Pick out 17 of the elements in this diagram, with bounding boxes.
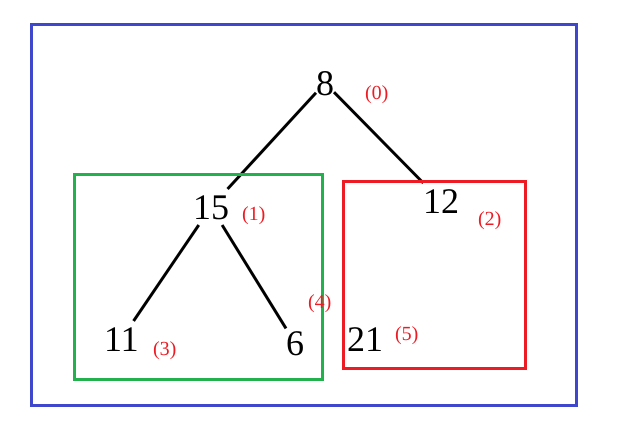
index-label: (0): [365, 83, 388, 103]
index-label: (3): [153, 339, 176, 359]
index-label: (2): [478, 209, 502, 229]
index-label: (1): [242, 204, 266, 224]
tree-edge: [132, 224, 200, 322]
tree-node-value: 15: [193, 189, 229, 225]
tree-node-value: 6: [286, 325, 304, 361]
tree-edge: [226, 92, 318, 190]
tree-node-value: 12: [423, 183, 459, 219]
group-frame: [30, 23, 578, 407]
index-label: (5): [395, 324, 418, 344]
tree-node-value: 21: [347, 321, 383, 357]
group-frame: [342, 180, 527, 370]
tree-edge: [332, 91, 424, 184]
tree-node-value: 11: [104, 321, 139, 357]
tree-node-value: 8: [316, 65, 334, 101]
tree-edge: [220, 224, 288, 330]
